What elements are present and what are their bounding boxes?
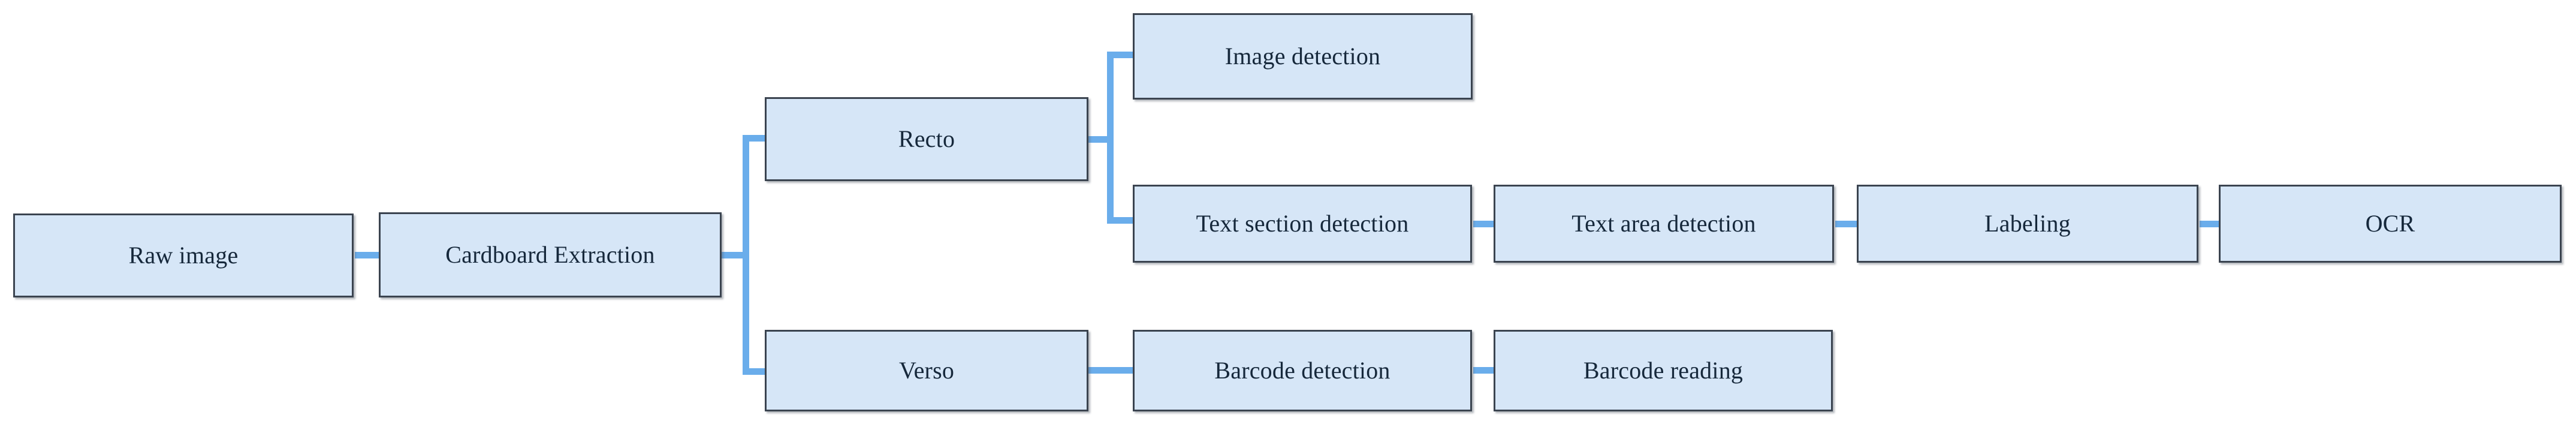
node-text-section-detection[interactable]: Text section detection — [1133, 185, 1472, 263]
node-image-detection[interactable]: Image detection — [1133, 13, 1473, 100]
node-label-barcode-detection: Barcode detection — [1214, 357, 1390, 384]
node-barcode-reading[interactable]: Barcode reading — [1494, 330, 1833, 411]
connector-raw-image-to-cardboard-extraction — [355, 252, 380, 258]
node-verso[interactable]: Verso — [765, 330, 1088, 411]
connector-text-area-to-labeling — [1835, 221, 1858, 227]
connector-recto-split-trunk — [1107, 52, 1114, 224]
node-cardboard-extraction[interactable]: Cardboard Extraction — [379, 212, 722, 297]
connector-cardboard-extraction-stub — [722, 252, 748, 258]
node-recto[interactable]: Recto — [765, 97, 1088, 181]
node-raw-image[interactable]: Raw image — [13, 214, 354, 297]
connector-barcode-detection-to-barcode-reading — [1473, 367, 1495, 374]
connector-recto-stub — [1088, 136, 1114, 143]
node-label-text-section-detection: Text section detection — [1196, 210, 1409, 237]
node-label-ocr: OCR — [2365, 210, 2415, 237]
node-barcode-detection[interactable]: Barcode detection — [1133, 330, 1472, 411]
node-labeling[interactable]: Labeling — [1857, 185, 2198, 263]
connector-cardboard-extraction-to-verso — [743, 368, 768, 375]
node-text-area-detection[interactable]: Text area detection — [1494, 185, 1834, 263]
node-label-barcode-reading: Barcode reading — [1583, 357, 1744, 384]
connector-cardboard-extraction-to-recto — [743, 135, 768, 142]
node-label-raw-image: Raw image — [128, 242, 239, 269]
node-label-image-detection: Image detection — [1224, 43, 1381, 70]
connector-cardboard-split-trunk — [743, 135, 749, 375]
connector-recto-to-text-section-detection — [1107, 217, 1136, 224]
connector-recto-to-image-detection — [1107, 52, 1136, 58]
connector-labeling-to-ocr — [2200, 221, 2220, 227]
node-label-cardboard-extraction: Cardboard Extraction — [445, 241, 655, 268]
node-ocr[interactable]: OCR — [2219, 185, 2562, 263]
node-label-labeling: Labeling — [1984, 210, 2071, 237]
connector-verso-to-barcode-detection — [1088, 367, 1135, 374]
node-label-recto: Recto — [898, 125, 955, 152]
node-label-verso: Verso — [898, 357, 955, 384]
connector-text-section-to-text-area — [1473, 221, 1495, 227]
node-label-text-area-detection: Text area detection — [1571, 210, 1756, 237]
